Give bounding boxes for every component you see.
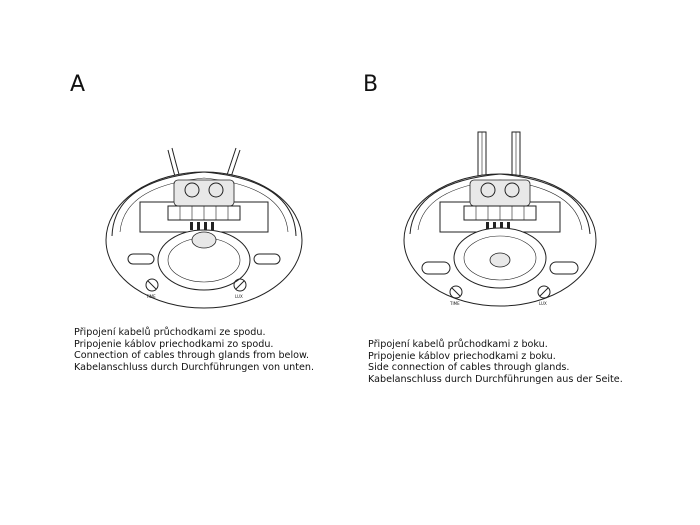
- panel-b-caption: Připojení kabelů průchodkami z boku. Pri…: [368, 339, 623, 385]
- caption-b-line-de: Kabelanschluss durch Durchführungen aus …: [368, 373, 623, 385]
- caption-b-line-cs: Připojení kabelů průchodkami z boku.: [368, 339, 548, 350]
- device-a-illustration: TIME LUX: [105, 147, 303, 309]
- caption-a-line-sk: Pripojenie káblov priechodkami zo spodu.: [74, 338, 274, 350]
- device-a-lux-label: LUX: [235, 294, 243, 299]
- lux-knob-icon: LUX: [537, 285, 551, 306]
- device-b-time-label: TIME: [449, 301, 460, 306]
- time-knob-icon: TIME: [449, 285, 463, 306]
- caption-a-line-en: Connection of cables through glands from…: [74, 350, 310, 361]
- device-a-time-label: TIME: [145, 294, 156, 299]
- caption-a-line-de: Kabelanschluss durch Durchführungen von …: [74, 361, 315, 373]
- device-b-illustration: TIME LUX: [403, 131, 597, 307]
- panel-b-letter: B: [363, 72, 379, 97]
- device-b-lux-label: LUX: [539, 301, 547, 306]
- device-a-sensor: [157, 229, 251, 291]
- caption-b-line-en: Side connection of cables through glands…: [368, 362, 570, 373]
- caption-b-line-sk: Pripojenie káblov priechodkami z boku.: [368, 350, 556, 362]
- lux-knob-icon: LUX: [233, 278, 247, 299]
- time-knob-icon: TIME: [145, 278, 159, 299]
- caption-a-line-cs: Připojení kabelů průchodkami ze spodu.: [74, 327, 266, 338]
- panel-a-caption: Připojení kabelů průchodkami ze spodu. P…: [74, 327, 314, 373]
- panel-a-letter: A: [70, 72, 86, 97]
- device-b-cables: [477, 131, 521, 177]
